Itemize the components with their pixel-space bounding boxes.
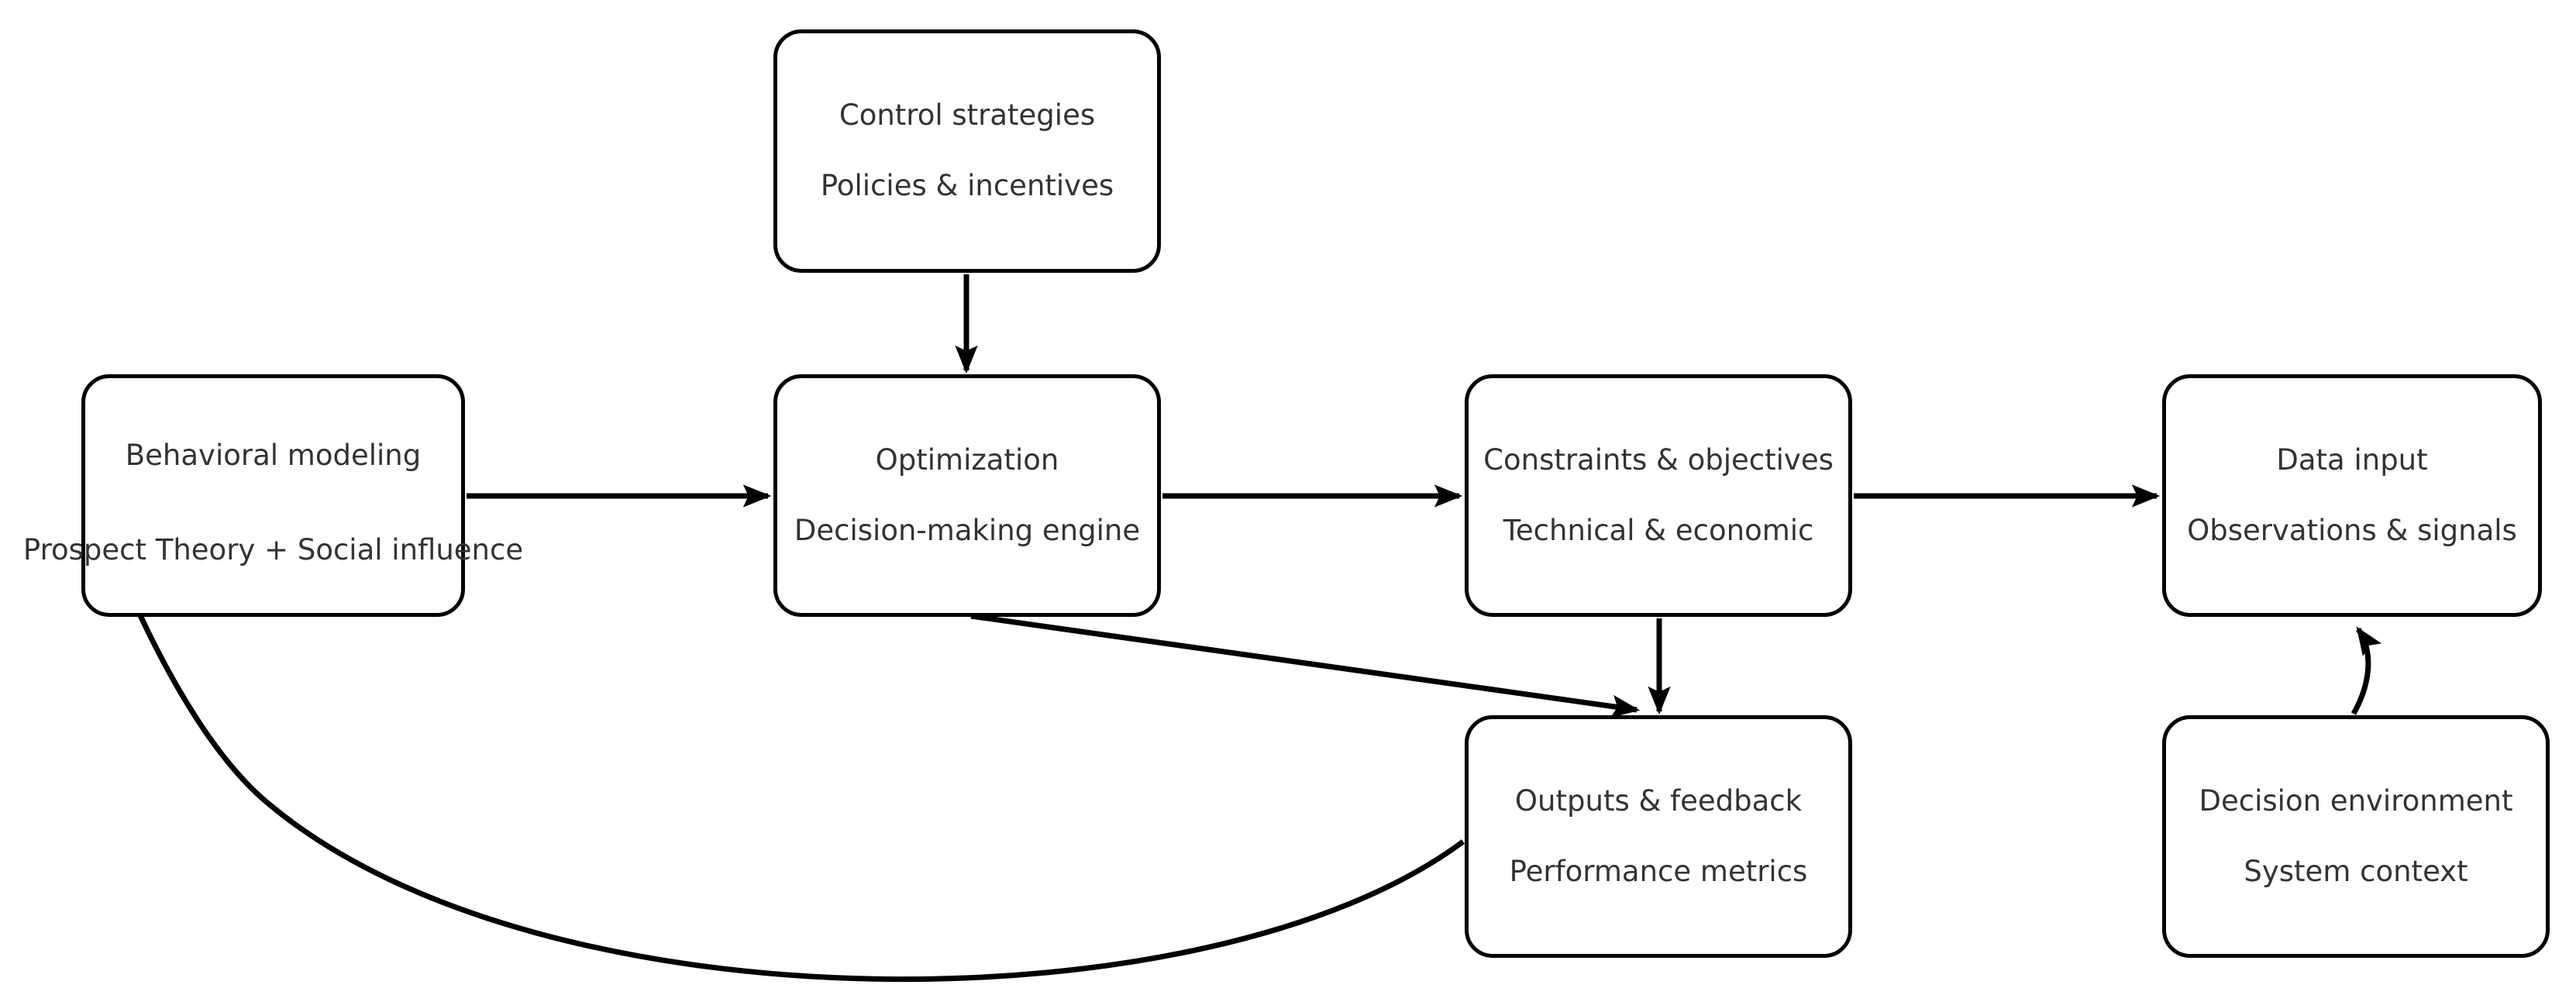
node-subtitle: Performance metrics (1509, 854, 1808, 888)
node-subtitle: Policies & incentives (820, 169, 1114, 202)
edge-optimization-to-outputs (970, 613, 1641, 718)
node-title: Constraints & objectives (1483, 442, 1834, 477)
node-behavioral-modeling[interactable]: Behavioral modeling Prospect Theory + So… (23, 374, 523, 617)
node-constraints-objectives[interactable]: Constraints & objectives Technical & eco… (1465, 374, 1852, 617)
node-title: Outputs & feedback (1514, 783, 1803, 818)
node-subtitle: Prospect Theory + Social influence (22, 533, 524, 566)
node-decision-environment[interactable]: Decision environment System context (2162, 715, 2550, 958)
edge-environment-to-datainput (2350, 626, 2382, 715)
node-title: Data input (2276, 442, 2428, 477)
node-subtitle: Decision-making engine (794, 513, 1141, 547)
node-optimization[interactable]: Optimization Decision-making engine (773, 374, 1161, 617)
node-subtitle: Observations & signals (2187, 513, 2517, 547)
node-control-strategies[interactable]: Control strategies Policies & incentives (773, 29, 1161, 273)
node-data-input[interactable]: Data input Observations & signals (2162, 374, 2542, 617)
node-title: Control strategies (839, 98, 1096, 133)
node-title: Optimization (875, 442, 1059, 477)
node-subtitle: System context (2244, 854, 2468, 888)
node-subtitle: Technical & economic (1503, 513, 1814, 547)
node-title: Behavioral modeling (125, 439, 422, 472)
node-outputs-feedback[interactable]: Outputs & feedback Performance metrics (1465, 715, 1852, 958)
node-title: Decision environment (2199, 783, 2513, 818)
